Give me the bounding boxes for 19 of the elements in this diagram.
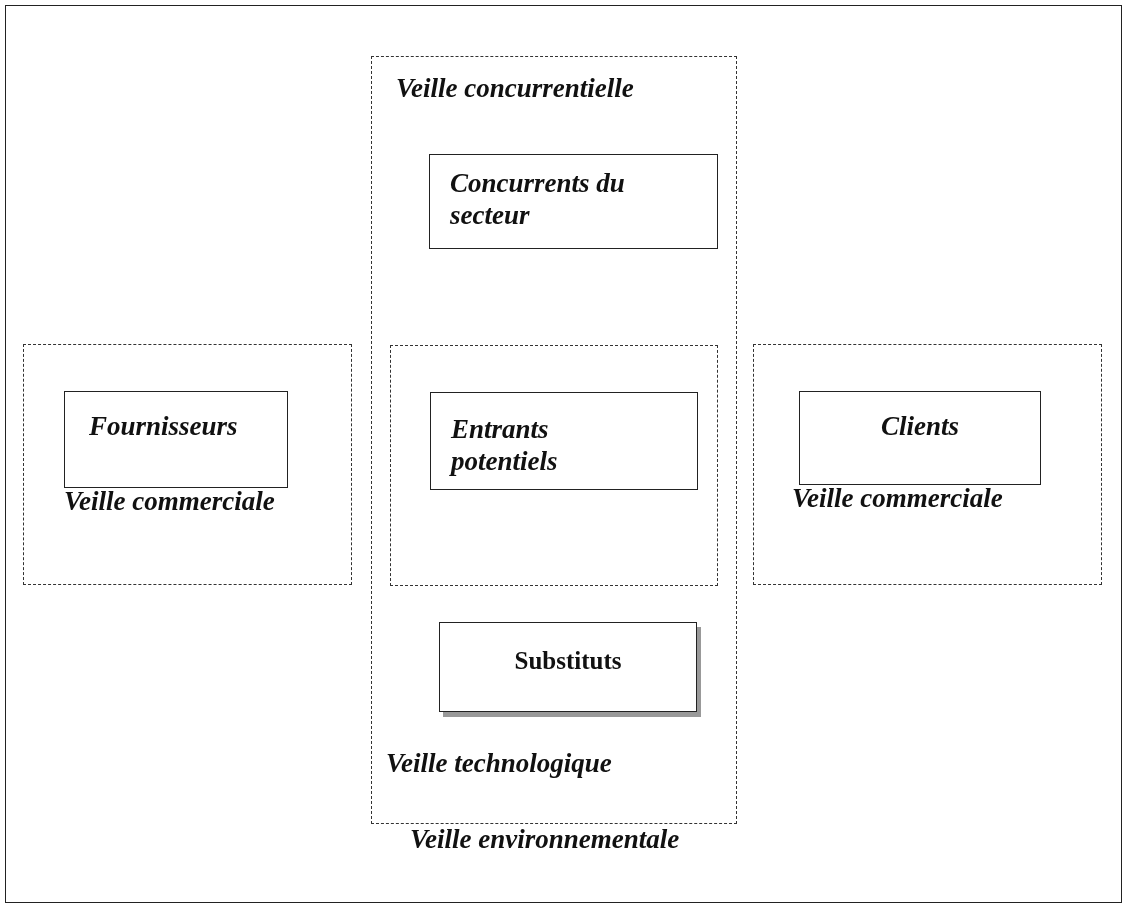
group-title: Veille environnementale	[410, 823, 680, 855]
process-box	[799, 391, 1041, 485]
process-box	[430, 392, 698, 490]
node-label: Clients	[880, 410, 960, 442]
node-label: Entrants potentiels	[451, 413, 559, 477]
group-title: Veille concurrentielle	[396, 72, 634, 104]
node-label: Concurrents du secteur	[450, 167, 626, 231]
group-title: Veille commerciale	[64, 485, 275, 517]
process-box	[429, 154, 718, 249]
dashed-group-box	[371, 56, 737, 824]
group-title: Veille technologique	[386, 747, 612, 779]
group-title: Veille commerciale	[792, 482, 1003, 514]
dashed-group-box	[753, 344, 1102, 585]
dashed-group-box	[23, 344, 352, 585]
node-label: Substituts	[513, 646, 623, 676]
frame-box	[5, 5, 1122, 903]
dashed-group-box	[390, 345, 718, 586]
process-box	[64, 391, 288, 488]
node-label: Fournisseurs	[89, 410, 238, 442]
